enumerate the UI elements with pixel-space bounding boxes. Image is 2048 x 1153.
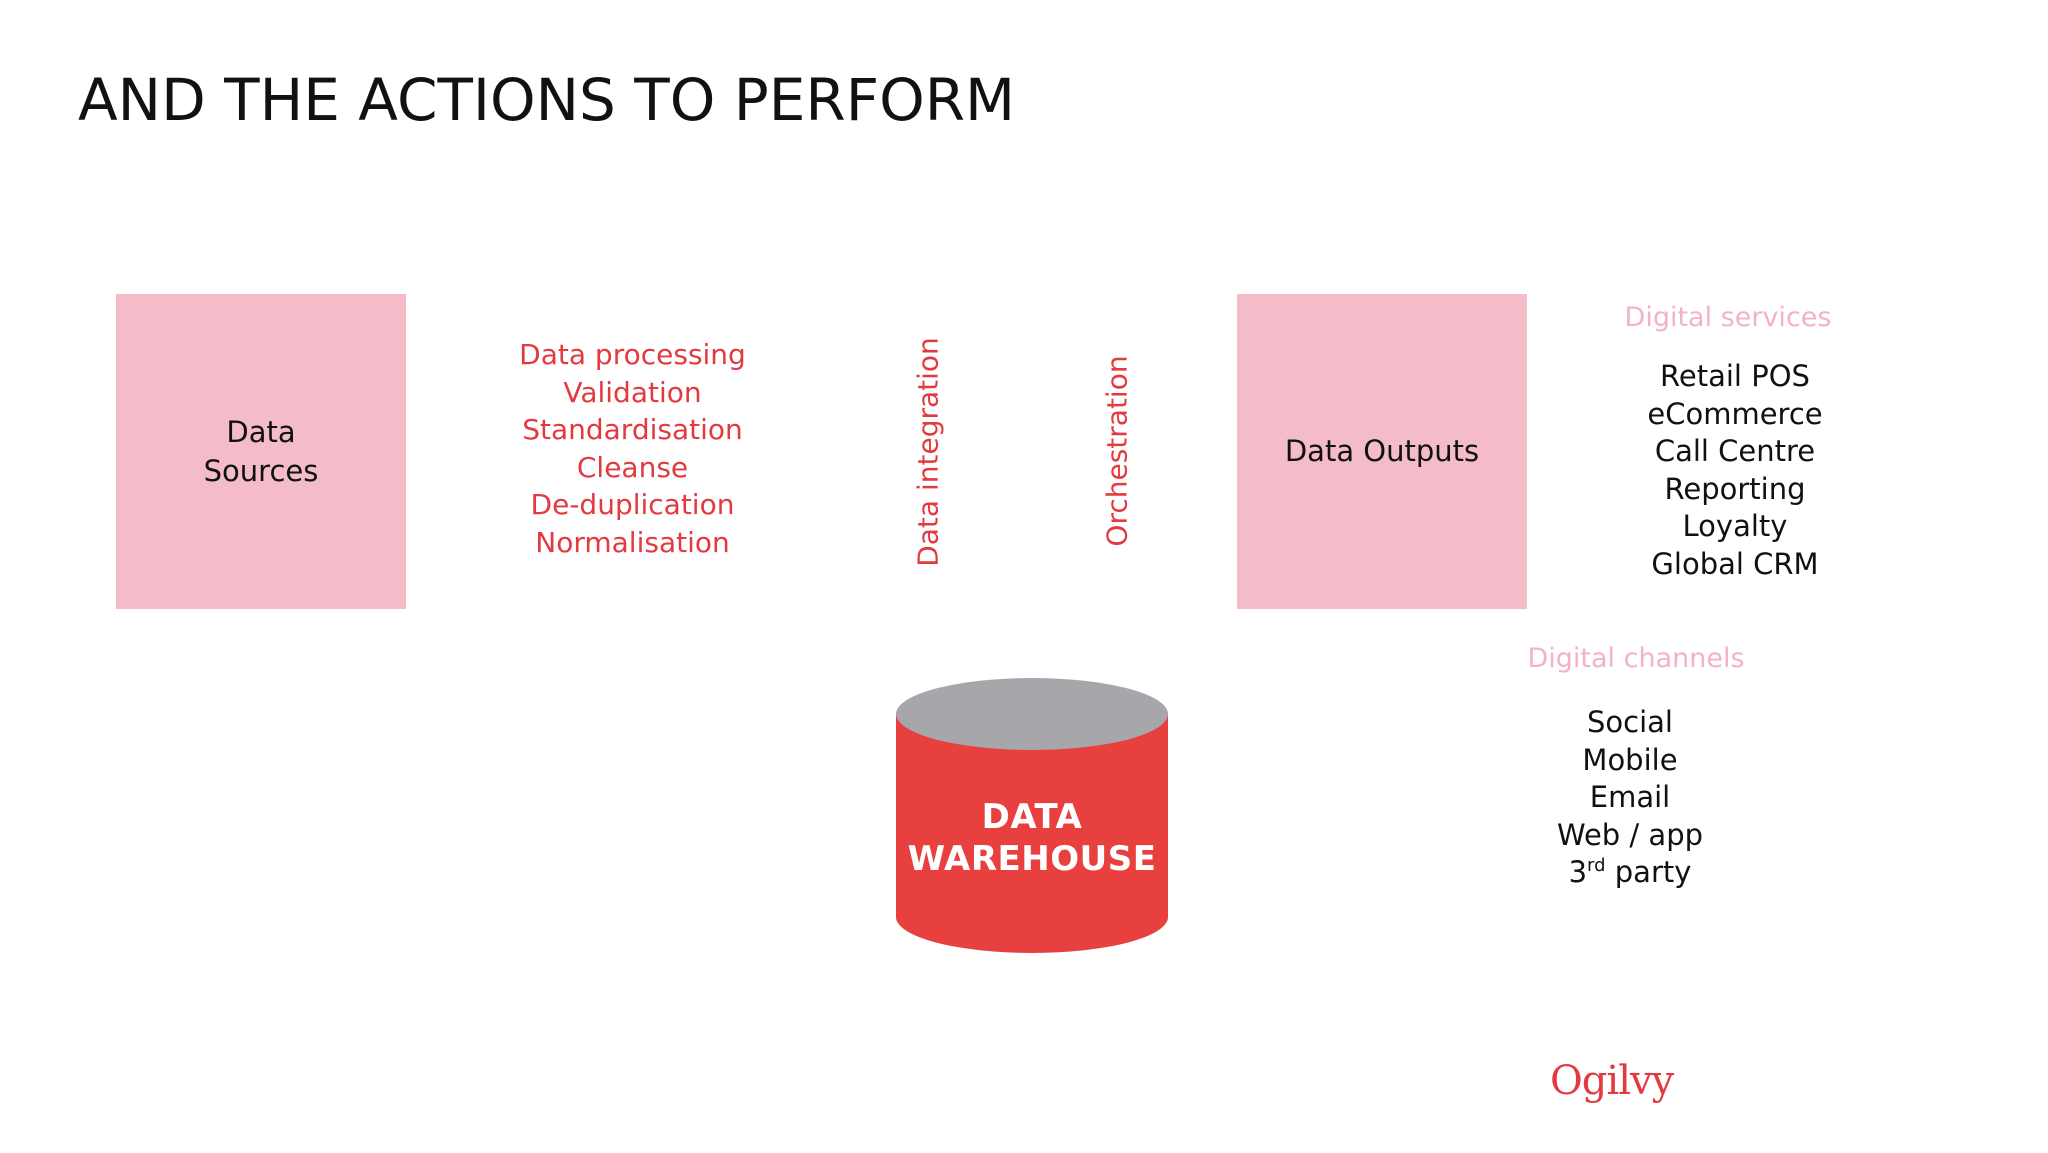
cylinder-top xyxy=(896,678,1168,750)
digital-channel-item: Social xyxy=(1587,705,1673,739)
digital-channels-heading: Digital channels xyxy=(1527,643,1745,674)
data-outputs-label: Data Outputs xyxy=(1284,434,1480,468)
digital-channel-item: Mobile xyxy=(1582,742,1678,777)
digital-services-list: Retail POS eCommerce Call Centre Reporti… xyxy=(1585,358,1885,583)
processing-step: De-duplication xyxy=(530,488,735,521)
ogilvy-logo: Ogilvy xyxy=(1550,1058,1674,1104)
data-sources-box: Data Sources xyxy=(116,294,406,609)
data-sources-label-line1: Data xyxy=(226,414,296,449)
digital-service-item: Retail POS xyxy=(1660,359,1810,393)
digital-channels-list: Social Mobile Email Web / app 3rd party xyxy=(1480,704,1780,892)
third-party-text: party xyxy=(1605,855,1692,889)
data-outputs-box: Data Outputs xyxy=(1237,294,1527,609)
cylinder-body xyxy=(896,714,1168,953)
processing-steps-list: Data processing Validation Standardisati… xyxy=(470,336,795,561)
digital-channel-item: Email xyxy=(1589,780,1671,814)
processing-step: Standardisation xyxy=(522,413,743,446)
orchestration-label: Orchestration xyxy=(1100,355,1134,547)
data-warehouse-cylinder-icon xyxy=(896,678,1168,953)
third-party-ordinal-suffix: rd xyxy=(1587,855,1606,876)
data-sources-label-line2: Sources xyxy=(203,453,319,488)
data-integration-label: Data integration xyxy=(911,337,945,567)
data-warehouse-label: DATA WAREHOUSE xyxy=(896,796,1168,880)
processing-step: Cleanse xyxy=(576,450,689,484)
digital-service-item: Call Centre xyxy=(1654,434,1816,468)
processing-step: Data processing xyxy=(519,338,746,371)
digital-service-item: eCommerce xyxy=(1647,396,1823,431)
data-warehouse-label-line1: DATA xyxy=(981,797,1083,837)
third-party-number: 3 xyxy=(1568,855,1588,889)
processing-step: Normalisation xyxy=(535,525,730,559)
processing-step: Validation xyxy=(563,375,702,409)
digital-channel-item: Web / app xyxy=(1556,817,1704,852)
digital-service-item: Loyalty xyxy=(1682,509,1788,543)
slide-title: AND THE ACTIONS TO PERFORM xyxy=(78,66,1016,134)
digital-service-item: Reporting xyxy=(1664,471,1806,506)
digital-service-item: Global CRM xyxy=(1651,546,1819,581)
digital-services-heading: Digital services xyxy=(1624,302,1832,333)
digital-channel-item-third-party: 3rd party xyxy=(1480,854,1780,892)
data-warehouse-label-line2: WAREHOUSE xyxy=(907,839,1157,879)
